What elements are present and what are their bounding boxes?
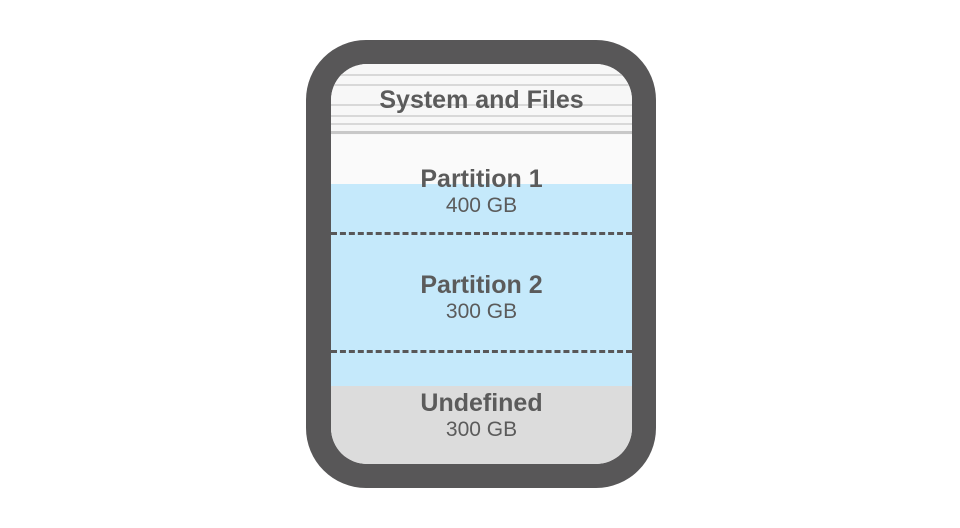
system-stripe bbox=[331, 84, 632, 86]
system-stripe bbox=[331, 123, 632, 125]
undefined-label: Undefined bbox=[420, 389, 543, 417]
system-region: System and Files bbox=[331, 64, 632, 135]
partition-divider bbox=[331, 350, 632, 353]
partition-1-label-group: Partition 1 400 GB bbox=[331, 165, 632, 219]
disk-interior: System and Files Partition 1 400 GB Part… bbox=[331, 64, 632, 464]
undefined-label-group: Undefined 300 GB bbox=[331, 389, 632, 443]
partition-1-size: 400 GB bbox=[445, 194, 518, 217]
partition-1-overlap-region bbox=[331, 135, 632, 184]
system-stripe bbox=[331, 74, 632, 76]
partition-divider bbox=[331, 232, 632, 235]
partition-1-label: Partition 1 bbox=[420, 165, 543, 193]
system-label: System and Files bbox=[379, 86, 584, 114]
undefined-size: 300 GB bbox=[445, 418, 518, 441]
system-stripe bbox=[331, 131, 632, 134]
partition-2-label-group: Partition 2 300 GB bbox=[331, 271, 632, 325]
system-stripe bbox=[331, 104, 632, 106]
partition-2-label: Partition 2 bbox=[420, 271, 543, 299]
partition-2-size: 300 GB bbox=[445, 300, 518, 323]
undefined-region bbox=[331, 386, 632, 464]
system-stripe bbox=[331, 115, 632, 117]
